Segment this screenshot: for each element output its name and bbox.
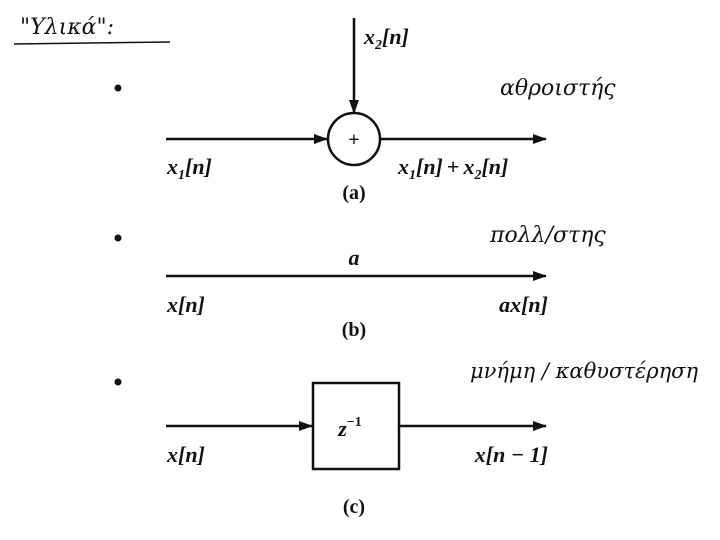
delay-output-label: x[n − 1]: [474, 442, 548, 467]
adder-top-input-label: x2[n]: [363, 24, 409, 53]
multiplier-caption: (b): [342, 319, 366, 341]
bullet-1: [114, 84, 122, 92]
multiplier-output-label: ax[n]: [499, 292, 548, 317]
adder-left-input-label: x1[n]: [166, 154, 212, 183]
adder-caption: (a): [342, 182, 365, 204]
delay-block: [311, 381, 401, 471]
multiplier-input-label: x[n]: [166, 292, 205, 317]
delay-input-label: x[n]: [166, 442, 205, 467]
adder-plus-symbol: +: [348, 129, 359, 151]
delay-caption: (c): [343, 496, 365, 518]
delay-block-label: z−1: [337, 415, 362, 441]
heading-underline: [13, 41, 171, 45]
multiplier-note: πολλ/στης: [489, 223, 606, 248]
adder-output-label: x1[n]+x2[n]: [397, 154, 508, 183]
bullet-2: [114, 234, 122, 242]
adder-note: αθροιστής: [500, 76, 616, 101]
delay-note: μνήμη / καθυστέρηση: [470, 359, 698, 383]
multiplier-gain-label: a: [349, 245, 360, 270]
heading-text: "Υλικά":: [20, 15, 114, 40]
bullet-3: [114, 378, 122, 386]
